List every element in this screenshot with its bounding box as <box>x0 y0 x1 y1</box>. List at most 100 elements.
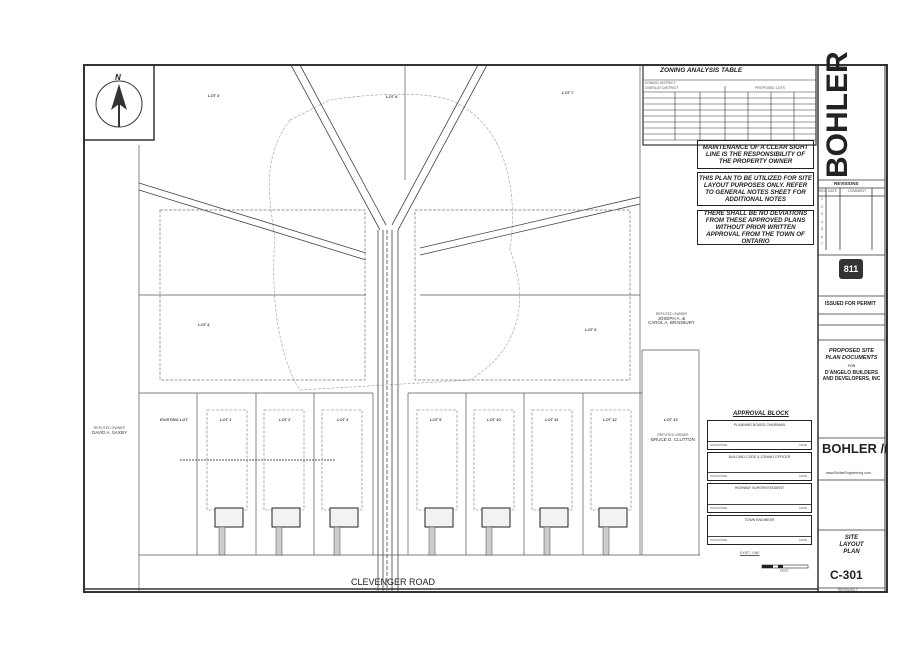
lot-lines <box>84 65 818 592</box>
for-label: FOR <box>847 364 856 369</box>
proposed-lots-header: PROPOSED LOTS <box>755 86 785 90</box>
proposed-house <box>598 507 628 528</box>
zoning-table-grid <box>642 64 817 146</box>
approval-box-label: HIGHWAY SUPERINTENDENT <box>734 486 785 490</box>
lot-label: LOT 7 <box>562 90 574 95</box>
revision-number: 2 <box>821 204 823 209</box>
approval-box-label: TOWN ENGINEER <box>744 518 775 522</box>
project-line: PLAN DOCUMENTS <box>825 354 878 361</box>
sheet-title-line: SITE <box>844 535 859 541</box>
revisions-col: DATE <box>828 189 838 193</box>
owner-label: REPUTED OWNER <box>655 312 687 316</box>
approval-block-title: APPROVAL BLOCK <box>733 411 789 417</box>
lot-label: LOT 3 <box>337 417 349 422</box>
driveway <box>218 526 226 556</box>
sheet-border <box>83 64 888 593</box>
bohler-logo: BOHLER // <box>822 441 888 456</box>
signature-label: SIGNATURE <box>710 443 728 447</box>
date-label: DATE <box>799 538 807 542</box>
sheet-title-line: LAYOUT <box>839 541 864 548</box>
signature-label: SIGNATURE <box>710 506 728 510</box>
sheet-title: SITE LAYOUT PLAN <box>818 535 885 556</box>
issued-status: ISSUED FOR PERMIT <box>825 301 876 307</box>
revision-note: REVISION 7 <box>838 588 858 592</box>
driveway <box>602 526 610 556</box>
owner-bradbury: REPUTED OWNER JOSEPH A. & CAROL A. BRADB… <box>648 312 695 326</box>
north-label: N <box>115 73 121 82</box>
revision-number: 5 <box>821 227 823 231</box>
proposed-house <box>539 507 569 528</box>
proposed-house <box>424 507 454 528</box>
revisions-col: COMMENT <box>848 189 867 193</box>
driveway <box>485 526 493 556</box>
owner-label: REPUTED OWNER <box>93 426 126 430</box>
lot-label: EXISTING LOT <box>160 417 188 422</box>
proposed-house <box>481 507 511 528</box>
lot-label: LOT 8 <box>585 327 597 332</box>
project-line: PROPOSED SITE <box>829 348 874 354</box>
north-arrow-box <box>83 64 155 141</box>
revision-number: 7 <box>821 242 823 246</box>
lot-label: LOT 12 <box>603 417 617 422</box>
approval-box-label: BUILDING CODE & ZONING OFFICER <box>728 455 791 459</box>
zoning-table-title: ZONING ANALYSIS TABLE <box>660 67 743 74</box>
building-envelope <box>590 409 632 511</box>
sheet-number: C-301 <box>830 568 863 582</box>
lot-label: LOT 2 <box>279 417 291 422</box>
building-envelope <box>473 409 515 511</box>
proposed-house <box>214 507 244 528</box>
dig-safe-811-logo: 811 <box>839 259 863 279</box>
revisions-col: REV <box>819 189 827 193</box>
approval-box-label: PLANNING BOARD CHAIRMAN <box>734 423 785 427</box>
driveway <box>428 526 436 556</box>
proposed-house <box>329 507 359 528</box>
signature-label: SIGNATURE <box>710 538 728 542</box>
lot-label: LOT 1 <box>220 417 232 422</box>
building-envelope <box>531 409 573 511</box>
owner-name: DAVID A. SAXBY <box>92 429 127 435</box>
lot-label: LOT 13 <box>664 417 678 422</box>
owner-label: REPUTED OWNER <box>657 433 689 437</box>
lot-label: LOT 5 <box>208 93 220 98</box>
access-drives <box>138 64 641 592</box>
lot-label: LOT 4 <box>198 322 210 327</box>
date-label: DATE <box>799 443 807 447</box>
approval-box-planning: PLANNING BOARD CHAIRMAN SIGNATURE DATE <box>707 420 812 450</box>
note-sight-line: MAINTENANCE OF A CLEAR SIGHT LINE IS THE… <box>697 140 814 169</box>
exist-line-label: EXIST. LINE <box>740 551 760 555</box>
scale-bar <box>761 564 809 569</box>
title-block-grid <box>818 179 885 589</box>
lot-label: LOT 11 <box>545 417 559 422</box>
revisions-title: REVISIONS <box>834 181 859 186</box>
limit-of-disturbance <box>269 93 520 391</box>
approval-box-engineer: TOWN ENGINEER SIGNATURE DATE <box>707 515 812 545</box>
proposed-house <box>271 507 301 528</box>
owner-name: JOSEPH A. & <box>657 315 686 321</box>
bohler-logo-vertical: BOHLER <box>821 51 854 178</box>
zoning-row-label: OVERLAY DISTRICT <box>645 86 679 90</box>
client-line: AND DEVELOPERS, INC <box>822 376 881 383</box>
note-no-deviations: THERE SHALL BE NO DEVIATIONS FROM THESE … <box>697 210 814 245</box>
driveway <box>275 526 283 556</box>
lot-label: LOT 10 <box>487 417 501 422</box>
owner-clutton: REPUTED OWNER BRUCE D. CLUTTON <box>651 433 695 442</box>
zoning-row-label: ZONING DISTRICT <box>645 81 676 85</box>
note-site-layout: THIS PLAN TO BE UTILIZED FOR SITE LAYOUT… <box>697 172 814 206</box>
road-name: CLEVENGER ROAD <box>351 577 436 587</box>
driveway <box>543 526 551 556</box>
client-line: D'ANGELO BUILDERS <box>824 370 879 377</box>
signature-label: SIGNATURE <box>710 474 728 478</box>
revision-number: 6 <box>821 234 823 239</box>
project-name: PROPOSED SITE PLAN DOCUMENTS FOR D'ANGEL… <box>818 348 885 382</box>
date-label: DATE <box>799 474 807 478</box>
lot-label: LOT 9 <box>430 417 442 422</box>
revision-number: 3 <box>821 212 823 216</box>
driveway <box>333 526 341 556</box>
revision-number: 4 <box>821 219 823 224</box>
website-link[interactable]: www.BohlerEngineering.com <box>826 471 871 475</box>
scale-bar-unit: FEET <box>780 569 789 573</box>
lot-label: LOT 6 <box>386 94 398 99</box>
owner-name: BRUCE D. CLUTTON <box>651 436 695 442</box>
